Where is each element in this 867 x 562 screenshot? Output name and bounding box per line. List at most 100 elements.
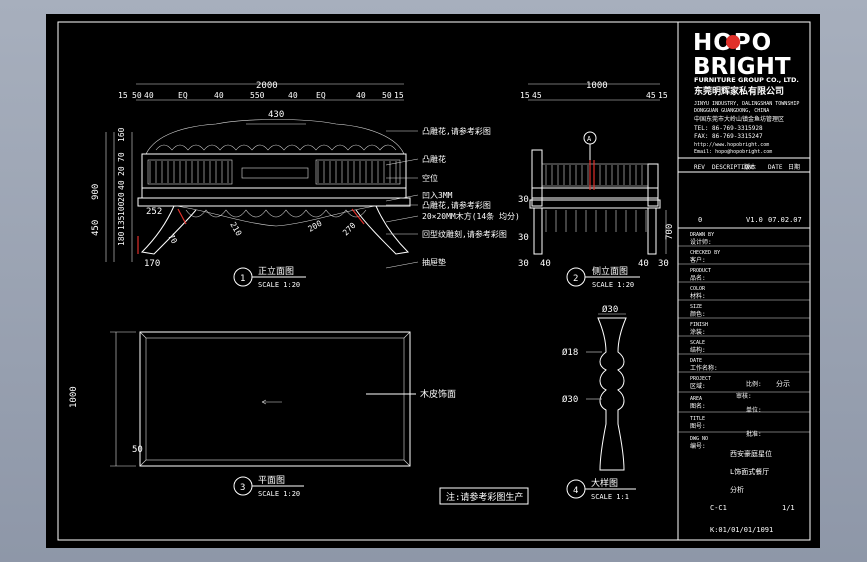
tb-row-label: DATE <box>690 358 702 364</box>
detail-dim-top: Ø30 <box>602 304 618 315</box>
web: http://www.hopobright.com <box>694 142 769 148</box>
side-dim-right-1: 15 <box>658 91 668 100</box>
tb-field: 编号: <box>690 442 706 450</box>
front-callout: 凸雕花,请参考彩图 <box>422 200 491 210</box>
rev-header-date: DATE <box>768 164 783 171</box>
logo-subtitle: FURNITURE GROUP CO., LTD. <box>694 76 799 84</box>
rev-header-date-cn: 日期 <box>788 163 800 171</box>
front-callout: 凹入3MM <box>422 191 453 200</box>
tb-field: 客户: <box>690 256 706 264</box>
dim-segment: 550 <box>250 91 265 100</box>
carved-baluster-profile <box>597 317 627 471</box>
detail-view-title: 大样图 <box>591 477 618 489</box>
side-dim-bottom-0: 30 <box>518 259 529 269</box>
side-dim-right-v: 700 <box>665 224 675 240</box>
dim-segment: 40 <box>144 91 154 100</box>
plan-view: 1000 50 木皮饰面 3 平面图 SCALE 1:20 注:请参考彩图生产 <box>69 331 529 505</box>
ratio-label: 比例: <box>746 380 762 388</box>
tb-field: 设计师: <box>690 238 712 246</box>
rev-header-desc: DESCRIPTION <box>712 164 752 171</box>
rev-row-version: V1.0 <box>746 216 763 224</box>
front-callout: 抽屉垫 <box>422 257 446 267</box>
dim-segment: 15 <box>394 91 404 100</box>
unit-label: 单位: <box>746 406 762 414</box>
dim-inner: 430 <box>268 110 284 120</box>
tb-row-label: AREA <box>690 396 702 402</box>
front-view-number: 1 <box>240 274 245 284</box>
tb-field: 颜色: <box>690 310 706 318</box>
dim-bottom-4: 270 <box>341 221 358 238</box>
side-elevation: 1000 15 45 45 15 A 30 30 <box>518 81 675 289</box>
side-dim-bottom-2: 40 <box>638 259 649 269</box>
side-dim-bottom-v: 30 <box>518 233 529 243</box>
detail-dim-low: Ø30 <box>562 394 578 405</box>
tb-field: 品名: <box>690 274 706 282</box>
tb-row-label: SCALE <box>690 340 705 346</box>
plan-dim-depth: 1000 <box>69 386 79 408</box>
front-view-title: 正立面图 <box>258 265 294 277</box>
plan-view-number: 3 <box>240 483 245 493</box>
dim-height-total: 900 <box>91 184 101 200</box>
address-en-1: JINYU INDUSTRY, DALINGSHAN TOWNSHIP <box>694 101 799 107</box>
logo-bright: BRIGHT <box>693 54 791 80</box>
side-dim-left-1: 45 <box>532 91 542 100</box>
dim-bottom-3: 210 <box>228 221 243 238</box>
approved-label: 批准: <box>746 430 762 438</box>
rev-row-rev: 0 <box>698 216 702 224</box>
tb-field: 图号: <box>690 423 706 430</box>
tb-row-label: DWG NO <box>690 436 708 442</box>
detail-dim-mid: Ø18 <box>562 347 578 358</box>
tb-field: 工作名称: <box>690 364 718 372</box>
tel: TEL: 86-769-3315928 <box>694 125 763 132</box>
side-view-number: 2 <box>573 274 578 284</box>
front-callout: 空位 <box>422 173 438 183</box>
dim-vertical: 100 <box>117 201 126 216</box>
dim-segment: 40 <box>356 91 366 100</box>
plan-view-scale: SCALE 1:20 <box>258 490 300 498</box>
tb-field: 区域: <box>690 382 706 390</box>
dim-vertical: 180 <box>117 231 126 246</box>
address-en-2: DONGGUAN GUANGDONG, CHINA <box>694 108 769 114</box>
rev-header-rev: REV <box>694 164 705 171</box>
tb-row-label: CHECKED BY <box>690 250 720 256</box>
plan-view-title: 平面图 <box>258 475 285 486</box>
title-block: HOPO BRIGHT FURNITURE GROUP CO., LTD. 东莞… <box>678 30 810 534</box>
checked-label: 审核: <box>736 392 752 400</box>
side-dim-bottom-3: 30 <box>658 259 669 269</box>
side-dim-left-0: 15 <box>520 91 530 100</box>
drawing-sheet-count: 1/1 <box>782 504 795 512</box>
address-cn: 中国东莞市大岭山镇金鱼坊管理区 <box>694 115 784 123</box>
tb-row-label: PROJECT <box>690 376 711 382</box>
tb-field: 结构: <box>690 346 706 354</box>
side-view-title: 侧立面图 <box>592 265 628 277</box>
rev-row-date: 07.02.07 <box>768 216 802 224</box>
plan-callout-veneer: 木皮饰面 <box>420 388 456 400</box>
logo-red-dot-icon <box>726 35 740 49</box>
dim-segment: 15 <box>118 91 128 100</box>
dim-vertical: 70 <box>117 152 126 162</box>
email: Email: hopo@hopobright.com <box>694 149 772 155</box>
tb-row-label: TITLE <box>690 416 705 422</box>
dim-segment: EQ <box>316 91 326 100</box>
tb-field: 图名: <box>690 402 706 410</box>
ratio-value: 分示 <box>776 379 790 388</box>
front-callout: 回型纹雕刻,请参考彩图 <box>422 229 507 239</box>
dim-vertical: 160 <box>117 127 126 142</box>
side-dim-overall: 1000 <box>586 81 608 91</box>
dim-vertical: 135 <box>117 215 126 230</box>
dim-segment: EQ <box>178 91 188 100</box>
front-callout: 凸雕花,请参考彩图 <box>422 126 491 136</box>
production-note: 注:请参考彩图生产 <box>446 491 523 503</box>
drawing-code: K:01/01/01/1091 <box>710 526 773 534</box>
fax: FAX: 86-769-3315247 <box>694 133 763 140</box>
dim-bottom-0: 170 <box>144 259 160 269</box>
front-callout: 凸雕花 <box>422 154 446 164</box>
side-dim-bottom-1: 40 <box>540 259 551 269</box>
production-note-box <box>439 487 529 505</box>
front-view-scale: SCALE 1:20 <box>258 281 300 289</box>
detail-view-scale: SCALE 1:1 <box>591 493 629 501</box>
dim-vertical: 20 <box>117 192 126 202</box>
